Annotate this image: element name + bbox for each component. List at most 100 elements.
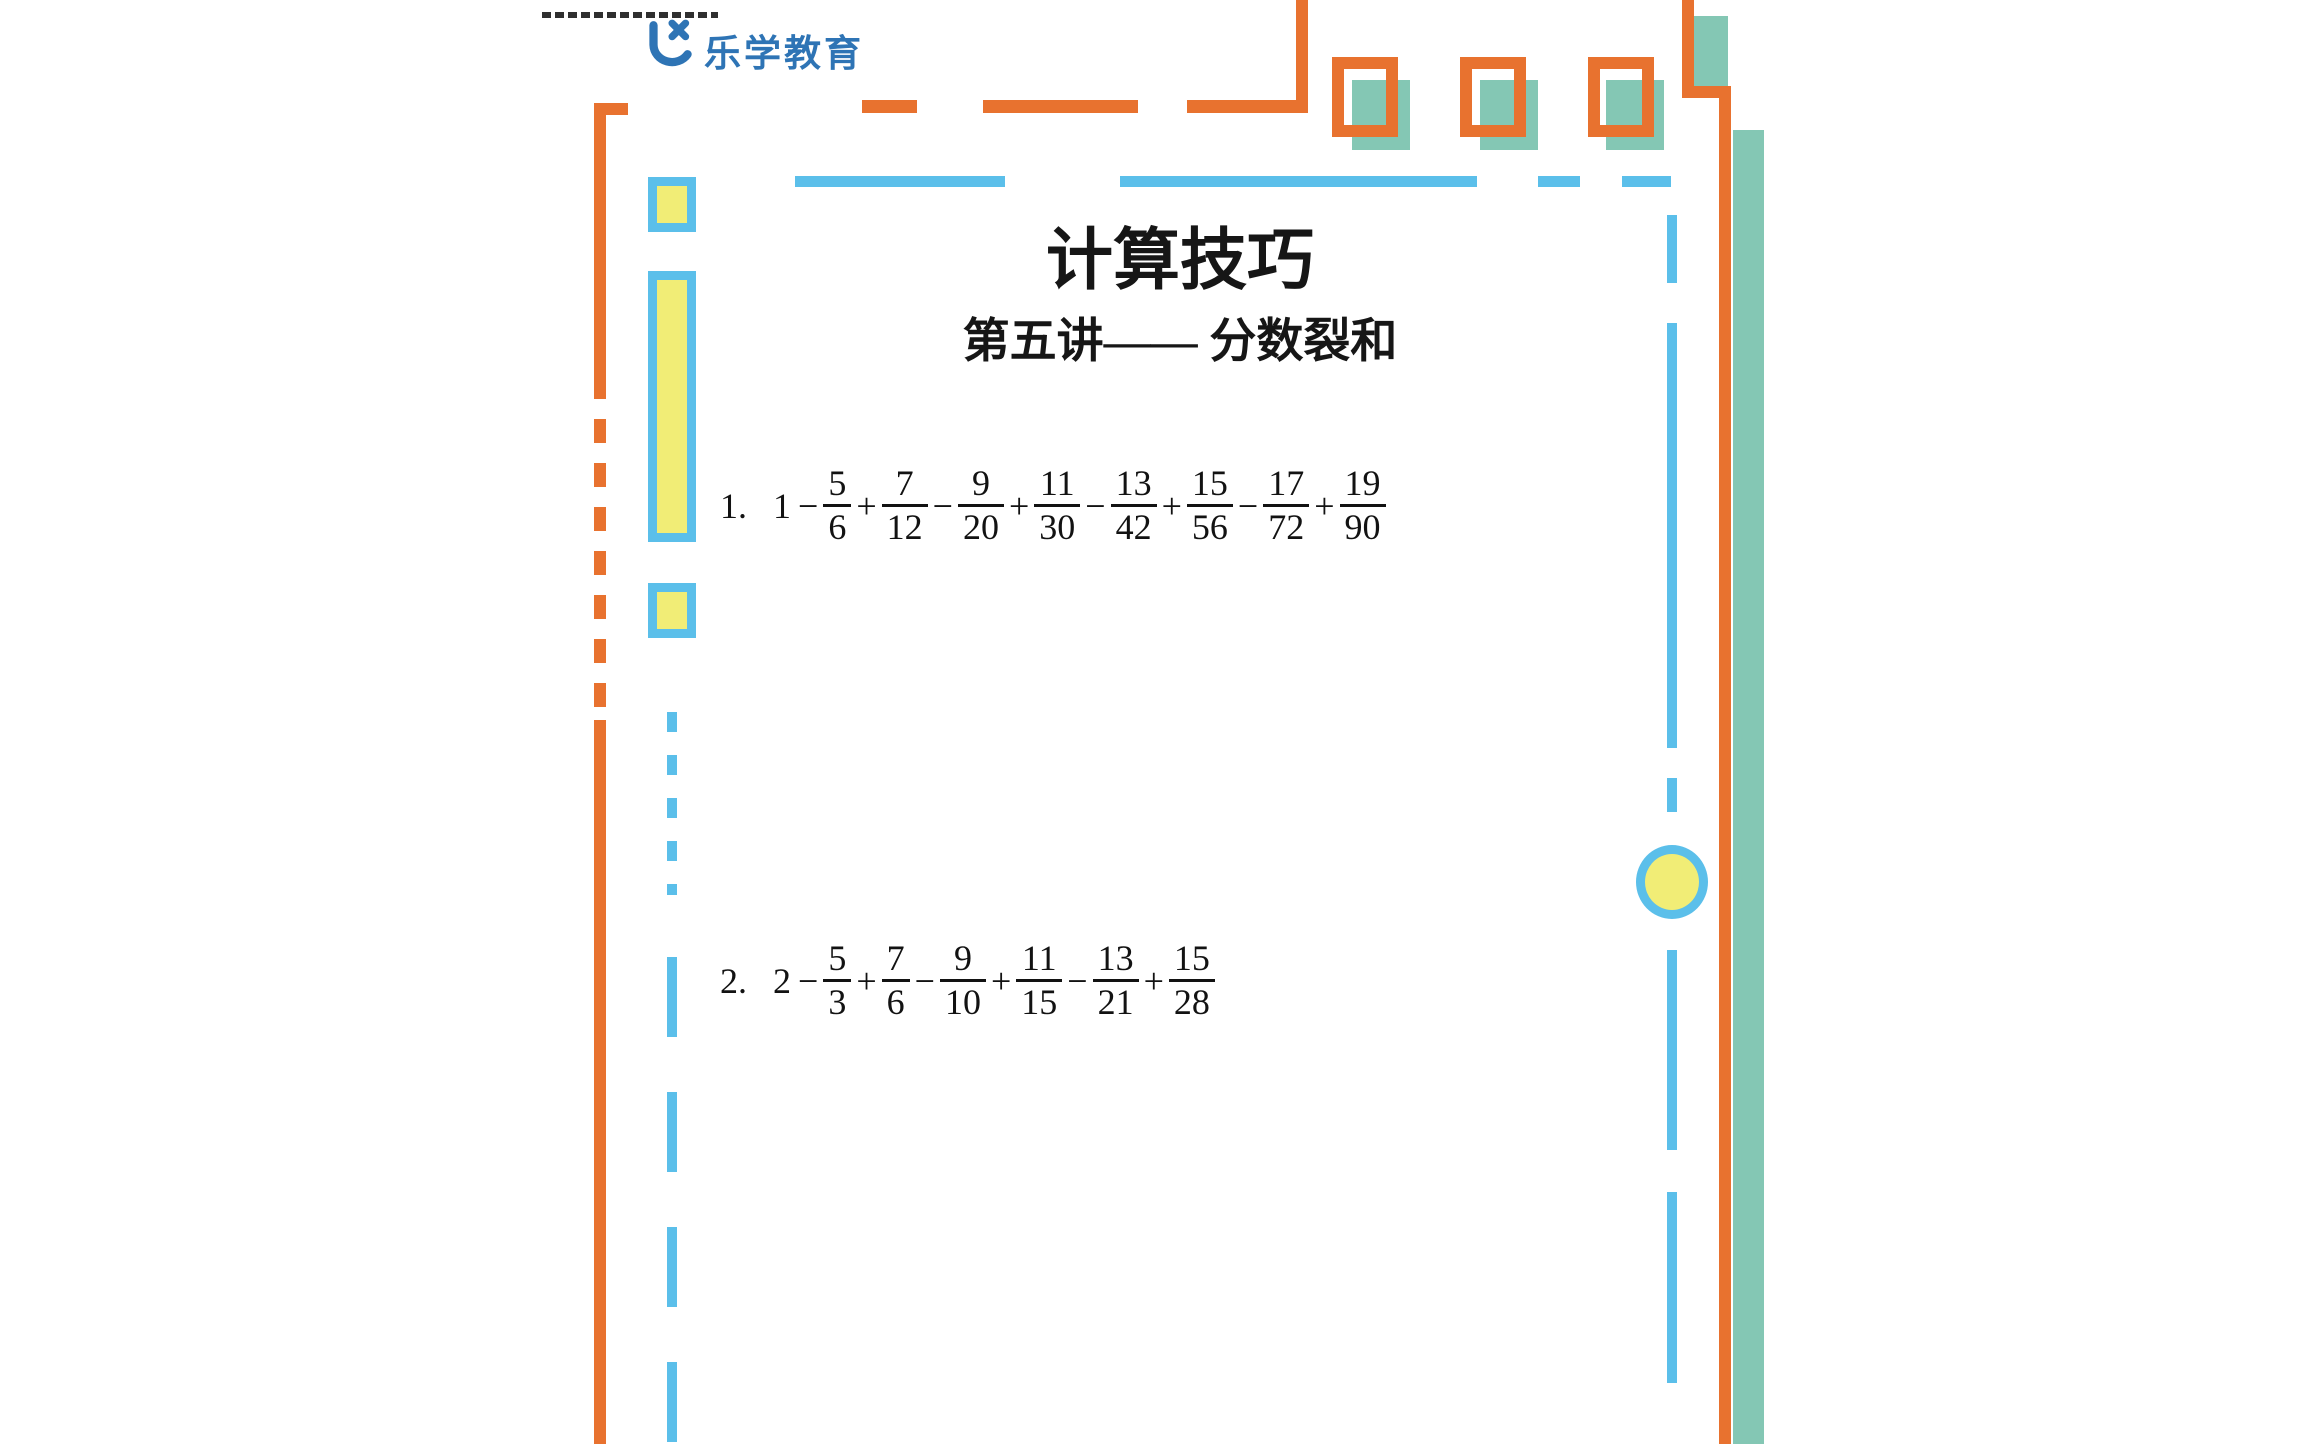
blue-dashed-rule-segment-4 [1622, 176, 1671, 187]
operator: + [1161, 485, 1182, 526]
operator: − [932, 485, 953, 526]
yellow-square-left-2 [648, 583, 696, 638]
blue-dashed-rule-segment-1 [795, 176, 1005, 187]
integer-term: 2 [773, 960, 791, 1001]
yellow-tall-rectangle-left [648, 271, 696, 542]
operator: − [914, 960, 935, 1001]
operator: − [798, 485, 819, 526]
operator: + [1314, 485, 1335, 526]
operator: + [1143, 960, 1164, 1001]
blue-dashed-rule-segment-2 [1120, 176, 1477, 187]
denominator: 15 [1016, 979, 1063, 1023]
orange-frame-left-solid-top [594, 103, 606, 375]
numerator: 13 [1115, 463, 1152, 503]
numerator: 17 [1268, 463, 1305, 503]
logo: 乐学教育 [638, 16, 864, 83]
numerator: 11 [1021, 938, 1057, 978]
orange-frame-top-dash-1 [862, 100, 917, 113]
page-title: 计算技巧 [1046, 224, 1314, 298]
numerator: 15 [1191, 463, 1228, 503]
denominator: 21 [1092, 979, 1139, 1023]
teal-square-3 [1606, 80, 1664, 150]
operator: + [990, 960, 1012, 1001]
numerator: 15 [1173, 938, 1210, 978]
denominator: 6 [881, 979, 910, 1023]
logo-text: 乐学教育 [704, 32, 864, 74]
teal-square-1 [1352, 80, 1410, 150]
page-subtitle: 第五讲—— 分数裂和 [962, 316, 1398, 368]
orange-outline-square-1 [1332, 57, 1398, 137]
operator: + [856, 960, 877, 1001]
blue-dashed-vline-right-dash-3 [1667, 778, 1677, 812]
numerator: 5 [828, 463, 847, 503]
orange-frame-top-vertical-arm [1296, 0, 1308, 113]
teal-strip-right [1733, 130, 1764, 1444]
denominator: 56 [1186, 504, 1233, 548]
numerator: 19 [1344, 463, 1381, 503]
denominator: 90 [1339, 504, 1386, 548]
integer-term: 1 [773, 485, 791, 526]
orange-frame-top-dash-3 [1187, 100, 1308, 113]
denominator: 12 [881, 504, 928, 548]
denominator: 30 [1034, 504, 1081, 548]
header: 计算技巧 第五讲—— 分数裂和 [880, 228, 1480, 366]
denominator: 28 [1168, 979, 1215, 1023]
orange-frame-left-solid-bottom [594, 720, 606, 1444]
denominator: 72 [1263, 504, 1310, 548]
numerator: 7 [886, 938, 905, 978]
orange-frame-left-dashed [594, 375, 606, 720]
blue-dashed-vline-right-dash-4 [1667, 950, 1677, 1150]
numerator: 5 [828, 938, 847, 978]
problem-number: 2. [720, 960, 747, 1001]
operator: + [856, 485, 877, 526]
orange-outline-square-3 [1588, 57, 1654, 137]
blue-dashed-vline-left-long [667, 957, 677, 1444]
blue-dashed-rule-segment-3 [1538, 176, 1580, 187]
blue-dashed-vline-right-dash-1 [1667, 215, 1677, 283]
denominator: 10 [939, 979, 986, 1023]
operator: − [1237, 485, 1259, 526]
top-black-dashed-line [542, 12, 718, 18]
denominator: 3 [823, 979, 852, 1023]
problem-number: 1. [720, 485, 747, 526]
operator: − [1067, 960, 1088, 1001]
numerator: 9 [971, 463, 990, 503]
numerator: 9 [953, 938, 972, 978]
numerator: 11 [1039, 463, 1075, 503]
orange-frame-right-vertical [1719, 86, 1731, 1444]
blue-dashed-vline-right-dash-2 [1667, 323, 1677, 748]
orange-outline-square-2 [1460, 57, 1526, 137]
numerator: 7 [895, 463, 914, 503]
operator: + [1008, 485, 1030, 526]
denominator: 20 [957, 504, 1004, 548]
blue-dashed-vline-left-short [667, 712, 677, 895]
orange-frame-right-step [1682, 86, 1731, 98]
blue-dashed-vline-right-dash-5 [1667, 1192, 1677, 1383]
operator: − [1085, 485, 1106, 526]
smiley-logo-icon [638, 16, 700, 83]
orange-frame-top-dash-2 [983, 100, 1138, 113]
operator: − [798, 960, 819, 1001]
numerator: 13 [1097, 938, 1134, 978]
yellow-circle-marker [1636, 845, 1708, 919]
teal-square-top-right [1690, 16, 1728, 88]
denominator: 42 [1110, 504, 1157, 548]
